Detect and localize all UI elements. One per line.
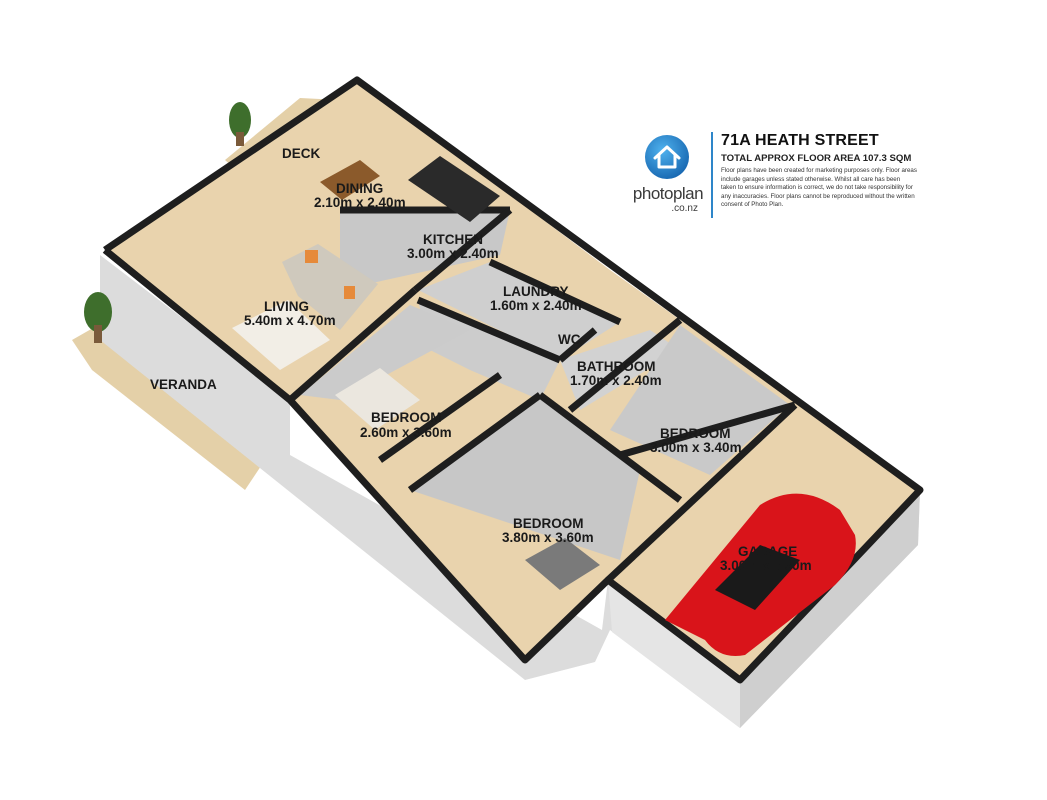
brand-name: photoplan (632, 184, 704, 203)
property-address: 71A HEATH STREET (721, 132, 879, 149)
svg-text:DINING: DINING (336, 181, 383, 196)
room-label-veranda: VERANDA (150, 377, 217, 392)
bed-bedroom3 (525, 538, 600, 590)
kitchen-bench (408, 156, 500, 222)
room-label-bedroom-3: BEDROOM 3.80m x 3.60m (502, 516, 594, 545)
room-label-bedroom-2: BEDROOM 3.00m x 3.40m (650, 426, 742, 455)
svg-text:BEDROOM: BEDROOM (371, 410, 442, 425)
room-label-wc: WC (558, 332, 581, 347)
svg-text:DECK: DECK (282, 146, 321, 161)
header-divider (711, 132, 713, 218)
svg-text:KITCHEN: KITCHEN (423, 232, 483, 247)
svg-text:LIVING: LIVING (264, 299, 309, 314)
room-label-deck: DECK (282, 146, 321, 161)
bedroom3-wall (410, 395, 640, 560)
brand-domain: .co.nz (671, 203, 698, 214)
plant-veranda (84, 292, 112, 343)
svg-text:LAUNDRY: LAUNDRY (503, 284, 569, 299)
property-info: 71A HEATH STREET TOTAL APPROX FLOOR AREA… (721, 132, 921, 210)
room-label-bathroom: BATHROOM 1.70m x 2.40m (570, 359, 662, 388)
svg-text:3.00m x 3.40m: 3.00m x 3.40m (650, 440, 742, 455)
kitchen-wall (340, 210, 510, 290)
room-label-kitchen: KITCHEN 3.00m x 2.40m (407, 232, 499, 261)
svg-text:2.60m x 3.60m: 2.60m x 3.60m (360, 425, 452, 440)
sofa (282, 244, 378, 330)
plant-deck (229, 102, 251, 146)
bedroom1-wall (300, 305, 470, 400)
svg-text:WC: WC (558, 332, 581, 347)
svg-text:1.60m x 2.40m: 1.60m x 2.40m (490, 298, 582, 313)
brand-block: photoplan .co.nz (628, 128, 708, 218)
rug (232, 300, 330, 370)
car (665, 493, 856, 656)
svg-text:3.00m x 2.40m: 3.00m x 2.40m (407, 246, 499, 261)
sofa-cushion (305, 250, 318, 263)
svg-text:GARAGE: GARAGE (738, 544, 797, 559)
svg-text:5.40m x 4.70m: 5.40m x 4.70m (244, 313, 336, 328)
bedroom2-wall (610, 325, 790, 475)
room-label-dining: DINING 2.10m x 2.40m (314, 181, 406, 210)
svg-text:VERANDA: VERANDA (150, 377, 217, 392)
room-label-garage: GARAGE 3.00m x 5.50m (720, 544, 812, 573)
room-label-living: LIVING 5.40m x 4.70m (244, 299, 336, 328)
garage-front-face (608, 580, 740, 728)
svg-text:3.00m x 5.50m: 3.00m x 5.50m (720, 558, 812, 573)
svg-text:BATHROOM: BATHROOM (577, 359, 656, 374)
room-label-bedroom-1: BEDROOM 2.60m x 3.60m (360, 410, 452, 440)
svg-text:BEDROOM: BEDROOM (513, 516, 584, 531)
floor-area: TOTAL APPROX FLOOR AREA 107.3 SQM (721, 153, 912, 164)
garage-side-face (740, 490, 920, 728)
disclaimer: Floor plans have been created for market… (721, 167, 917, 209)
laundry-zone (418, 262, 620, 360)
svg-text:3.80m x 3.60m: 3.80m x 3.60m (502, 530, 594, 545)
room-label-laundry: LAUNDRY 1.60m x 2.40m (490, 284, 582, 313)
house-icon (645, 135, 689, 179)
bed-bedroom1 (335, 368, 420, 430)
svg-text:BEDROOM: BEDROOM (660, 426, 731, 441)
svg-text:2.10m x 2.40m: 2.10m x 2.40m (314, 195, 406, 210)
dining-table (320, 160, 380, 200)
sofa-cushion (344, 286, 355, 299)
svg-text:1.70m x 2.40m: 1.70m x 2.40m (570, 373, 662, 388)
